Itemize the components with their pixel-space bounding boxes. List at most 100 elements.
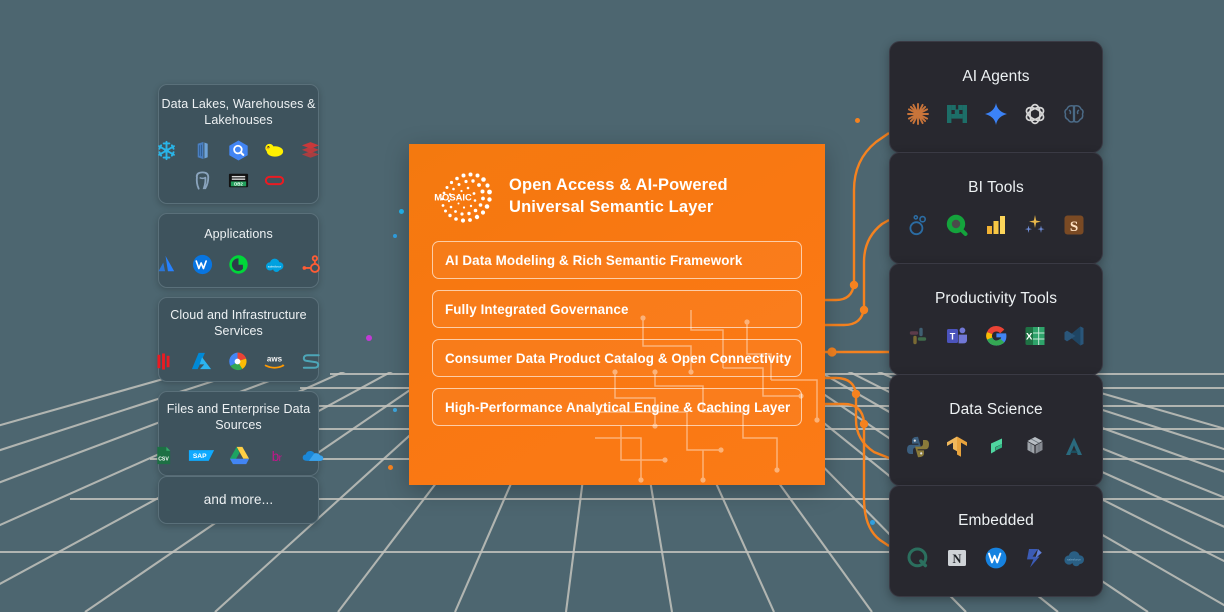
mistral-icon[interactable] [944,101,970,127]
redshift-icon[interactable] [299,139,322,162]
connector-node [851,389,861,399]
google-drive-icon[interactable] [228,444,251,467]
connector-node [849,280,859,290]
db2-icon[interactable]: DB2 [227,169,250,192]
salesforce-embed-icon[interactable]: salesforce [1061,545,1087,571]
consumer-icon-row: N salesforce [905,545,1087,571]
svg-text:CSV: CSV [158,456,169,462]
gemini-icon[interactable] [983,101,1009,127]
svg-text:S: S [1070,219,1078,235]
consumer-card-title: BI Tools [968,178,1024,196]
particle-dot [855,118,860,123]
google-icon[interactable] [983,323,1009,349]
source-card-title: and more... [203,492,274,508]
databricks-icon[interactable] [191,139,214,162]
consumer-card-title: Embedded [958,511,1034,529]
svg-text:aws: aws [267,354,283,363]
vscode-icon[interactable] [1061,323,1087,349]
google-cloud-icon[interactable] [226,350,249,373]
workday-icon[interactable] [191,253,214,276]
jupyter-icon[interactable] [983,434,1009,460]
mosaic-logo-text: MOSAIC [434,192,472,203]
consumer-card-title: AI Agents [962,67,1030,85]
feature-item-governance[interactable]: Fully Integrated Governance [432,290,802,328]
consumer-card-ai-agents[interactable]: AI Agents [889,41,1103,153]
source-card-data-lakes[interactable]: Data Lakes, Warehouses & Lakehouses [155,84,322,204]
atlassian-icon[interactable] [155,253,178,276]
source-card-and-more[interactable]: and more... [158,476,319,524]
consumer-card-embedded[interactable]: Embedded N sa [889,485,1103,597]
consumer-card-bi-tools[interactable]: BI Tools [889,152,1103,264]
excel-icon[interactable]: X [1022,323,1048,349]
sigma-icon[interactable]: S [1061,212,1087,238]
particle-dot [388,465,393,470]
salesforce-icon[interactable]: salesforce [263,253,286,276]
oracle-icon[interactable] [263,169,286,192]
source-icon-row: CSV SAP b r [152,444,325,467]
particle-dot [366,335,372,341]
oracle-cloud-icon[interactable] [154,350,177,373]
source-card-files-enterprise[interactable]: Files and Enterprise Data Sources CSV SA… [157,391,324,476]
svg-text:r: r [279,451,283,463]
netsuite-icon[interactable]: N [944,545,970,571]
semantic-layer-panel: MOSAIC Open Access & AI-Powered Universa… [409,144,825,485]
particle-dot [393,408,397,412]
sap-icon[interactable]: SAP [188,444,215,467]
numpy-icon[interactable] [1022,434,1048,460]
workday-embed-icon[interactable] [983,545,1009,571]
consumer-icon-row [905,101,1087,127]
brand-row: MOSAIC Open Access & AI-Powered Universa… [433,166,728,228]
duckdb-icon[interactable] [263,139,286,162]
aws-icon[interactable]: aws [262,350,287,373]
hubspot-icon[interactable] [299,253,322,276]
onedrive-icon[interactable] [300,444,325,467]
consumer-card-data-science[interactable]: Data Science [889,374,1103,486]
excel-sparkle-icon[interactable] [1022,212,1048,238]
svg-text:salesforce: salesforce [268,264,282,268]
anaconda-icon[interactable] [1061,434,1087,460]
svg-text:SAP: SAP [193,452,207,459]
connector-node [859,419,869,429]
feature-item-data-product-catalog[interactable]: Consumer Data Product Catalog & Open Con… [432,339,802,377]
bigquery-icon[interactable] [227,139,250,162]
source-card-cloud-infrastructure[interactable]: Cloud and Infrastructure Services a [157,297,320,382]
svg-text:N: N [953,552,962,566]
starburst-icon[interactable] [300,350,323,373]
powerapps-icon[interactable] [1022,545,1048,571]
panel-heading: Open Access & AI-Powered Universal Seman… [509,175,728,219]
powerbi-icon[interactable] [983,212,1009,238]
svg-text:X: X [1026,332,1033,343]
sage-icon[interactable] [227,253,250,276]
source-icon-row: DB2 [191,169,286,192]
source-icon-row: salesforce [155,253,322,276]
feature-item-ai-data-modeling[interactable]: AI Data Modeling & Rich Semantic Framewo… [432,241,802,279]
source-card-applications[interactable]: Applications salesforce [155,213,322,288]
snowflake-icon[interactable] [155,139,178,162]
slack-icon[interactable] [905,323,931,349]
qlik-icon[interactable] [944,212,970,238]
consumer-card-productivity-tools[interactable]: Productivity Tools T [889,263,1103,375]
particle-dot [393,234,397,238]
azure-icon[interactable] [190,350,213,373]
tableau-icon[interactable] [905,212,931,238]
teams-icon[interactable]: T [944,323,970,349]
source-icon-row: aws [154,350,323,373]
box-icon[interactable]: b r [264,444,287,467]
svg-text:salesforce: salesforce [1067,558,1081,562]
claude-icon[interactable] [905,101,931,127]
postgresql-icon[interactable] [191,169,214,192]
source-card-title: Cloud and Infrastructure Services [170,307,307,338]
python-icon[interactable] [905,434,931,460]
source-icon-row [155,139,322,162]
feature-item-analytical-engine[interactable]: High-Performance Analytical Engine & Cac… [432,388,802,426]
qlik-embed-icon[interactable] [905,545,931,571]
consumer-icon-row [905,434,1087,460]
csv-icon[interactable]: CSV [152,444,175,467]
consumer-card-title: Productivity Tools [934,289,1058,307]
particle-dot [399,209,404,214]
source-card-title: Data Lakes, Warehouses & Lakehouses [161,97,316,127]
panel-heading-line-1: Open Access & AI-Powered [509,176,728,195]
openai-icon[interactable] [1022,101,1048,127]
tensorflow-icon[interactable] [944,434,970,460]
brain-icon[interactable] [1061,101,1087,127]
